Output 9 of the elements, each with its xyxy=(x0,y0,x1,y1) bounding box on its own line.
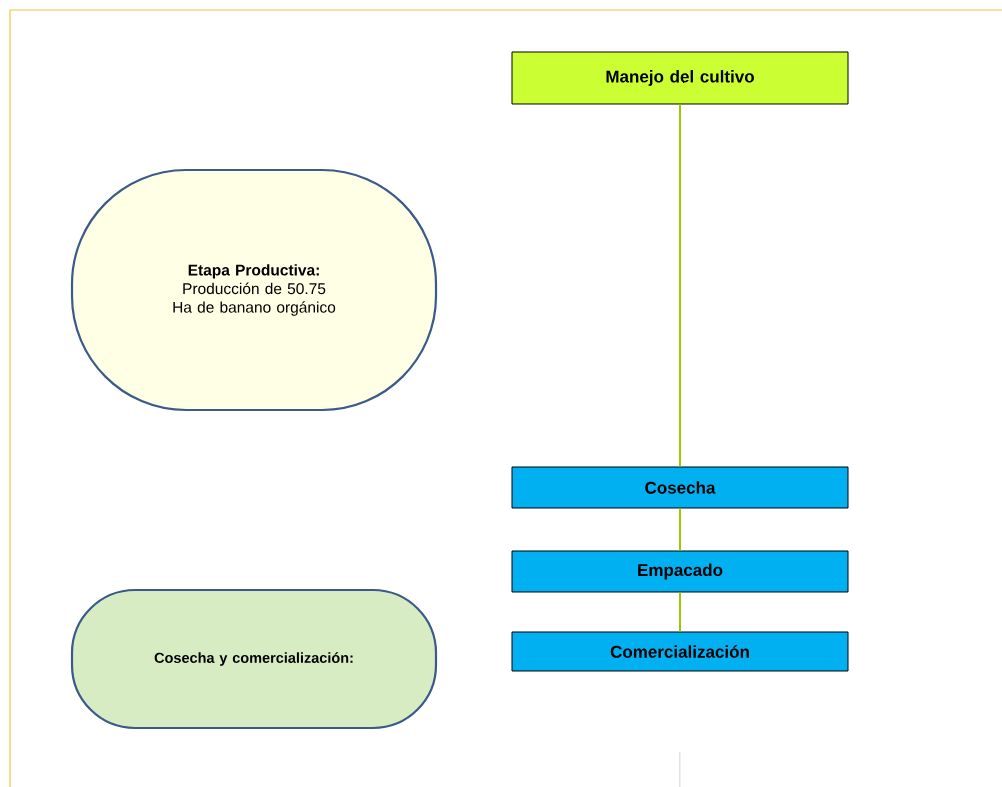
process-box: Empacado xyxy=(511,550,849,593)
stage-box: Cosecha y comercialización: xyxy=(70,588,438,730)
connector-line xyxy=(679,507,681,552)
connector-line xyxy=(679,591,681,633)
process-box: Manejo del cultivo xyxy=(511,51,849,105)
stage-box: Etapa Productiva: Producción de 50.75 Ha de banano orgánico xyxy=(70,168,438,412)
process-box: Cosecha xyxy=(511,466,849,509)
process-box: Comercialización xyxy=(511,631,849,672)
connector-line xyxy=(679,103,681,468)
